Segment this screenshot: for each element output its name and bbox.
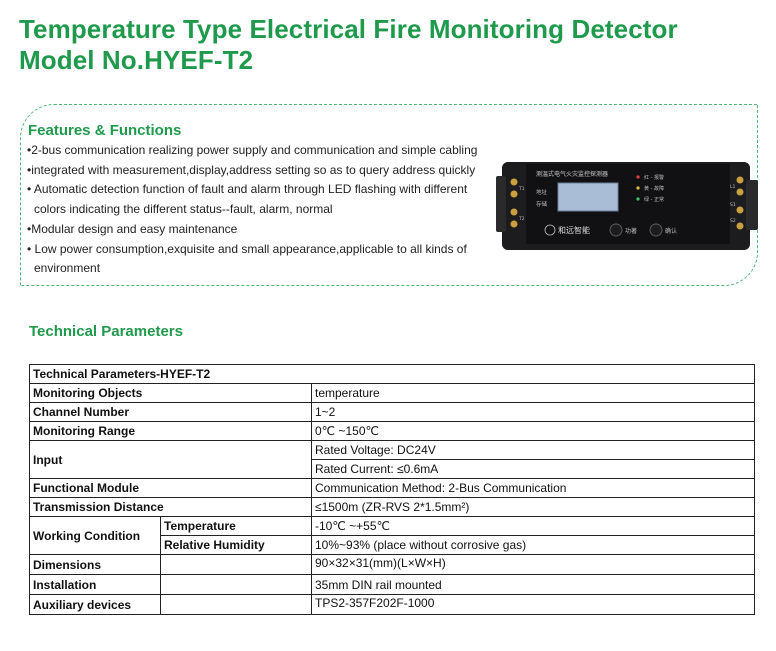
row-label: Dimensions bbox=[29, 554, 161, 575]
led-normal-indicator bbox=[636, 197, 640, 201]
features-list: •2-bus communication realizing power sup… bbox=[27, 141, 497, 279]
table-row: Input Rated Voltage: DC24V bbox=[29, 440, 756, 479]
row-label: Channel Number bbox=[29, 402, 312, 422]
row-value: temperature bbox=[310, 383, 756, 403]
row-value: Communication Method: 2-Bus Communicatio… bbox=[310, 478, 756, 498]
row-value: 10%~93% (place without corrosive gas) bbox=[310, 535, 756, 555]
row-value: Rated Voltage: DC24V bbox=[310, 440, 756, 460]
terminal-screw bbox=[510, 190, 518, 198]
row-sublabel: Relative Humidity bbox=[160, 535, 312, 555]
table-header-row: Technical Parameters-HYEF-T2 bbox=[28, 364, 756, 384]
row-value: 35mm DIN rail mounted bbox=[310, 574, 756, 595]
feature-item: •integrated with measurement,display,add… bbox=[27, 162, 476, 177]
table-row: Installation 35mm DIN rail mounted bbox=[29, 574, 756, 595]
technical-parameters-heading: Technical Parameters bbox=[29, 323, 183, 340]
right-terminal-block: L1 S1 S2 bbox=[730, 176, 744, 230]
feature-item: •Modular design and easy maintenance bbox=[27, 221, 238, 236]
row-value: TPS2-357F202F-1000 bbox=[310, 594, 756, 615]
detector-device-image: 测温式电气火灾监控探测器 地址 存储 红 - 报警 黄 - 故障 绿 - 正常 … bbox=[496, 162, 758, 250]
terminal-screw bbox=[510, 208, 518, 216]
table-row: Functional Module Communication Method: … bbox=[29, 478, 756, 498]
led-normal-label: 绿 - 正常 bbox=[644, 196, 664, 203]
terminal-screw bbox=[510, 178, 518, 186]
row-label: Monitoring Range bbox=[29, 421, 312, 441]
row-value: 0℃ ~150℃ bbox=[310, 421, 756, 441]
feature-item: environment bbox=[34, 261, 101, 276]
technical-parameters-table: Technical Parameters-HYEF-T2 Monitoring … bbox=[28, 364, 756, 615]
terminal-screw bbox=[736, 222, 744, 230]
device-left-clip bbox=[496, 176, 506, 232]
table-title: Technical Parameters-HYEF-T2 bbox=[28, 364, 756, 384]
device-move-button bbox=[609, 223, 623, 237]
row-label: Installation bbox=[29, 574, 161, 595]
empty-cell bbox=[160, 574, 312, 595]
terminal-right-label-2: S1 bbox=[730, 202, 736, 208]
feature-item: • Low power consumption,exquisite and sm… bbox=[27, 241, 467, 256]
table-row: Working Condition Temperature -10℃ ~+55℃ bbox=[29, 516, 756, 555]
table-row: Monitoring Range 0℃ ~150℃ bbox=[29, 421, 756, 441]
table-row: Transmission Distance ≤1500m (ZR-RVS 2*1… bbox=[29, 497, 756, 517]
brand-logo-icon bbox=[544, 224, 556, 236]
row-value: 1~2 bbox=[310, 402, 756, 422]
table-row: Dimensions 90×32×31(mm)(L×W×H) bbox=[29, 554, 756, 575]
terminal-screw bbox=[736, 188, 744, 196]
terminal-screw bbox=[736, 206, 744, 214]
row-label: Auxiliary devices bbox=[29, 594, 161, 615]
features-title: Features & Functions bbox=[28, 122, 182, 139]
left-terminal-block: T1 T2 bbox=[510, 178, 525, 228]
row-sublabel: Temperature bbox=[160, 516, 312, 536]
device-lcd-screen bbox=[557, 182, 619, 212]
table-row: Auxiliary devices TPS2-357F202F-1000 bbox=[29, 594, 756, 615]
feature-item: • Automatic detection function of fault … bbox=[27, 182, 468, 197]
device-confirm-button bbox=[649, 223, 663, 237]
terminal-right-label-3: S2 bbox=[730, 218, 736, 224]
device-move-button-label: 功著 bbox=[625, 227, 637, 235]
empty-cell bbox=[160, 554, 312, 575]
row-value: Rated Current: ≤0.6mA bbox=[310, 459, 756, 479]
row-label: Working Condition bbox=[29, 516, 161, 555]
page-title: Temperature Type Electrical Fire Monitor… bbox=[19, 14, 678, 76]
row-value: ≤1500m (ZR-RVS 2*1.5mm²) bbox=[310, 497, 756, 517]
led-fault-indicator bbox=[636, 186, 640, 190]
empty-cell bbox=[160, 594, 312, 615]
terminal-right-label-1: L1 bbox=[730, 184, 736, 190]
led-alarm-indicator bbox=[636, 175, 640, 179]
row-label: Input bbox=[29, 440, 312, 479]
feature-item: colors indicating the different status--… bbox=[34, 202, 333, 217]
device-right-clip bbox=[746, 180, 758, 230]
feature-item: •2-bus communication realizing power sup… bbox=[27, 143, 478, 157]
row-value: -10℃ ~+55℃ bbox=[310, 516, 756, 536]
page-title-line-2: Model No.HYEF-T2 bbox=[19, 45, 254, 75]
row-value: 90×32×31(mm)(L×W×H) bbox=[310, 554, 756, 575]
terminal-left-label-2: T2 bbox=[518, 216, 525, 222]
led-alarm-label: 红 - 报警 bbox=[644, 174, 664, 181]
terminal-left-label-1: T1 bbox=[518, 186, 525, 192]
device-confirm-button-label: 确认 bbox=[665, 227, 677, 235]
table-row: Channel Number 1~2 bbox=[29, 402, 756, 422]
row-label: Transmission Distance bbox=[29, 497, 312, 517]
device-label-address: 地址 bbox=[536, 188, 548, 196]
device-label-store: 存储 bbox=[536, 200, 548, 208]
table-row: Monitoring Objects temperature bbox=[29, 383, 756, 403]
led-fault-label: 黄 - 故障 bbox=[644, 185, 664, 192]
device-panel-title: 测温式电气火灾监控探测器 bbox=[536, 170, 608, 178]
terminal-screw bbox=[510, 220, 518, 228]
row-label: Monitoring Objects bbox=[29, 383, 312, 403]
device-brand: 和远智能 bbox=[558, 225, 590, 235]
page-title-line-1: Temperature Type Electrical Fire Monitor… bbox=[19, 14, 678, 44]
row-label: Functional Module bbox=[29, 478, 312, 498]
terminal-screw bbox=[736, 176, 744, 184]
